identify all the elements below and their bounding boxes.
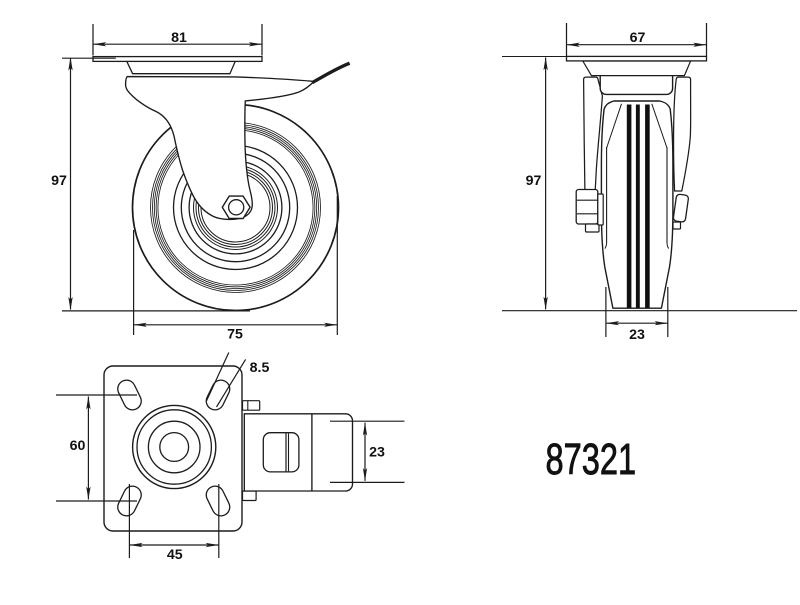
svg-text:87321: 87321 bbox=[546, 435, 637, 484]
svg-text:81: 81 bbox=[171, 30, 187, 46]
svg-text:67: 67 bbox=[630, 30, 646, 46]
svg-text:97: 97 bbox=[526, 173, 542, 189]
svg-text:60: 60 bbox=[70, 438, 86, 454]
svg-text:97: 97 bbox=[51, 173, 67, 189]
svg-text:45: 45 bbox=[167, 547, 183, 563]
svg-text:8.5: 8.5 bbox=[250, 360, 270, 376]
svg-text:23: 23 bbox=[369, 444, 385, 460]
svg-text:23: 23 bbox=[629, 327, 645, 343]
svg-text:75: 75 bbox=[227, 327, 243, 343]
